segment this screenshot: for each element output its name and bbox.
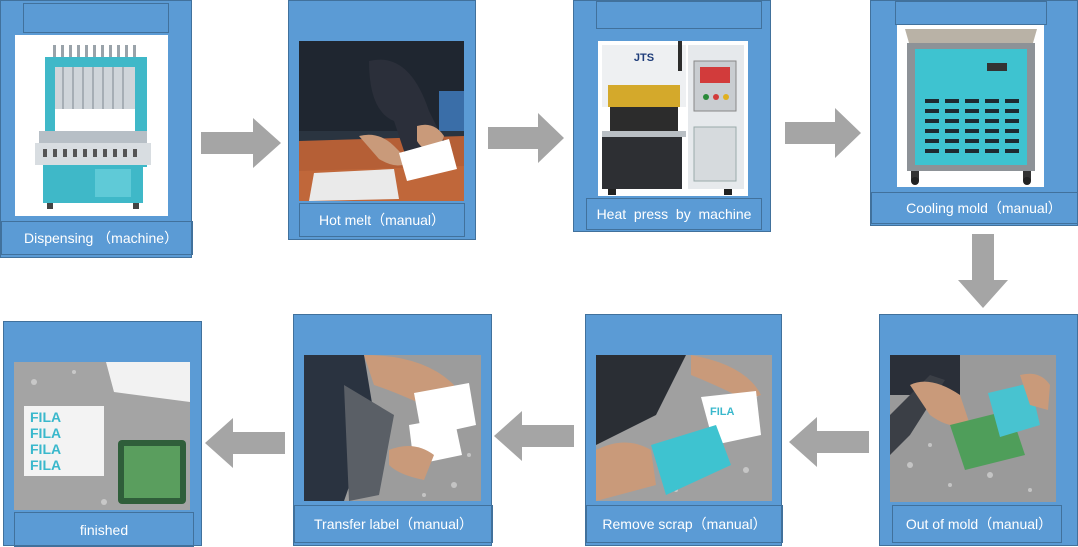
dispensing-machine-photo: [15, 35, 168, 216]
cooling-mold-machine-photo: [897, 25, 1044, 187]
step-cooling-mold: Cooling mold（manual）: [870, 0, 1078, 226]
step-label: Out of mold（manual）: [892, 505, 1062, 543]
arrow-down-icon: [958, 234, 1008, 308]
arrow-left-icon: [205, 418, 285, 468]
arrow-right-icon: [201, 118, 281, 168]
step-label: Dispensing （machine）: [1, 221, 193, 255]
step-label-text: finished: [79, 521, 129, 538]
finished-print-row-1: FILA: [30, 409, 61, 425]
finished-product-photo: FILA FILA FILA FILA: [14, 362, 190, 510]
step-label-text: Dispensing （machine）: [24, 230, 179, 246]
scrap-print: FILA: [710, 406, 734, 418]
step-header-bar: [596, 1, 762, 29]
step-label-text: Cooling mold（manual）: [906, 200, 1062, 216]
step-hot-melt: Hot melt（manual）: [288, 0, 476, 240]
step-heat-press: JTS Heat press by machine: [573, 0, 771, 232]
arrow-right-icon: [488, 113, 564, 163]
heat-press-machine-photo: JTS: [598, 41, 748, 196]
transfer-label-photo: [304, 355, 481, 501]
step-header-bar: [23, 3, 169, 33]
step-label-text: Out of mold（manual）: [905, 516, 1053, 532]
finished-print-row-4: FILA: [30, 457, 61, 473]
press-logo: JTS: [634, 52, 654, 64]
step-finished: FILA FILA FILA FILA finished: [3, 321, 202, 547]
step-label-text: Hot melt（manual）: [318, 212, 446, 228]
step-label-text: Heat press by machine: [596, 206, 752, 222]
finished-print-row-3: FILA: [30, 441, 61, 457]
step-label-text: Transfer label（manual）: [314, 516, 473, 532]
step-transfer-label: Transfer label（manual）: [293, 314, 493, 546]
arrow-right-icon: [785, 108, 861, 158]
step-out-of-mold: Out of mold（manual）: [879, 314, 1078, 546]
step-label: Hot melt（manual）: [299, 203, 465, 237]
step-remove-scrap: FILA Remove scrap（manual）: [585, 314, 783, 546]
step-label: Transfer label（manual）: [294, 505, 493, 543]
step-label: Heat press by machine: [586, 198, 762, 230]
step-label: Cooling mold（manual）: [871, 192, 1078, 224]
step-header-bar: [895, 1, 1047, 25]
step-label-text: Remove scrap（manual）: [602, 516, 767, 532]
step-label: finished: [14, 512, 194, 547]
arrow-left-icon: [789, 417, 869, 467]
step-label: Remove scrap（manual）: [586, 505, 783, 543]
out-of-mold-photo: [890, 355, 1056, 502]
step-dispensing: Dispensing （machine）: [0, 0, 193, 258]
finished-print-row-2: FILA: [30, 425, 61, 441]
hot-melt-photo: [299, 41, 464, 201]
arrow-left-icon: [494, 411, 574, 461]
remove-scrap-photo: FILA: [596, 355, 772, 501]
